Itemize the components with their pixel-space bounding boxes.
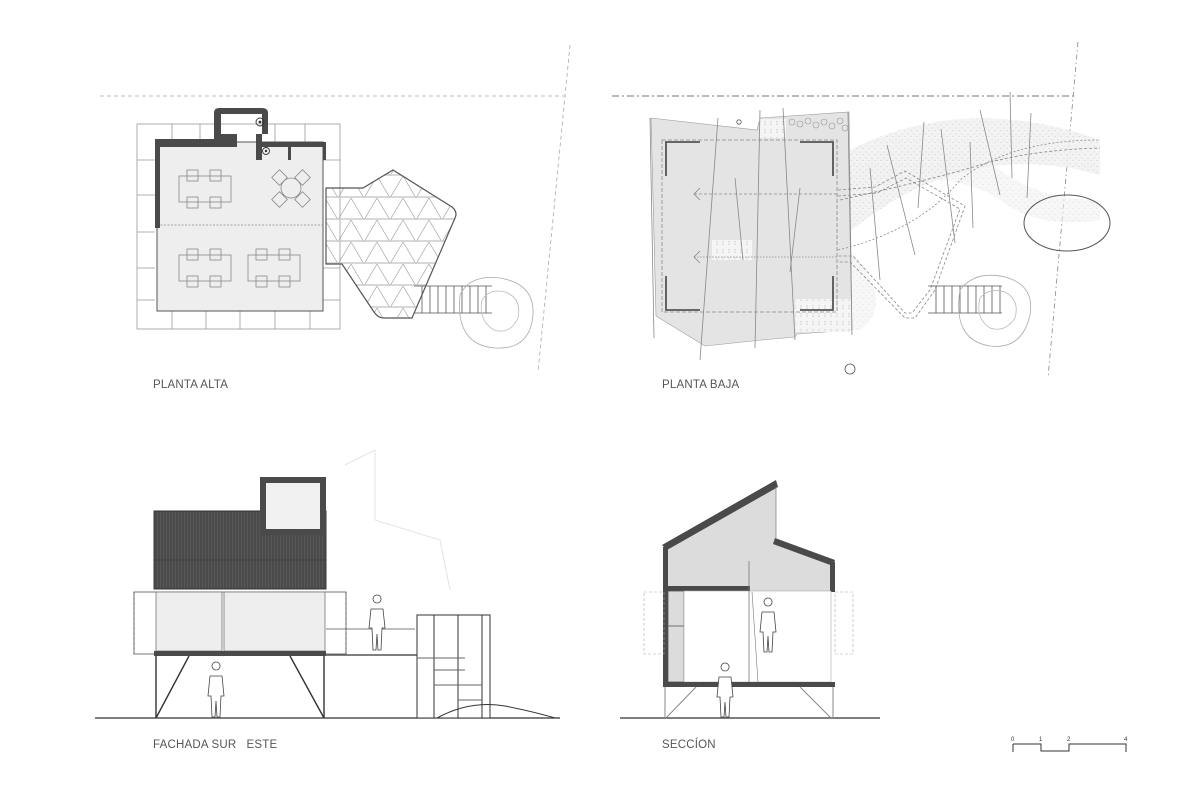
scale-tick-1: 1 [1039, 737, 1043, 743]
seccion-drawing [620, 480, 880, 719]
scale-tick-4: 4 [1124, 737, 1128, 743]
scale-bar: 0 1 2 4 [1011, 737, 1128, 752]
fachada-label: FACHADA SUR ESTE [153, 739, 278, 751]
planta-alta-label: PLANTA ALTA [153, 379, 229, 391]
fachada-drawing [95, 449, 560, 719]
scale-tick-0: 0 [1011, 737, 1015, 743]
scale-tick-2: 2 [1067, 737, 1071, 743]
planta-baja-label: PLANTA BAJA [662, 379, 740, 391]
planta-baja-drawing [612, 41, 1111, 379]
planta-alta-drawing [100, 44, 571, 373]
seccion-label: SECCÍON [662, 739, 716, 751]
